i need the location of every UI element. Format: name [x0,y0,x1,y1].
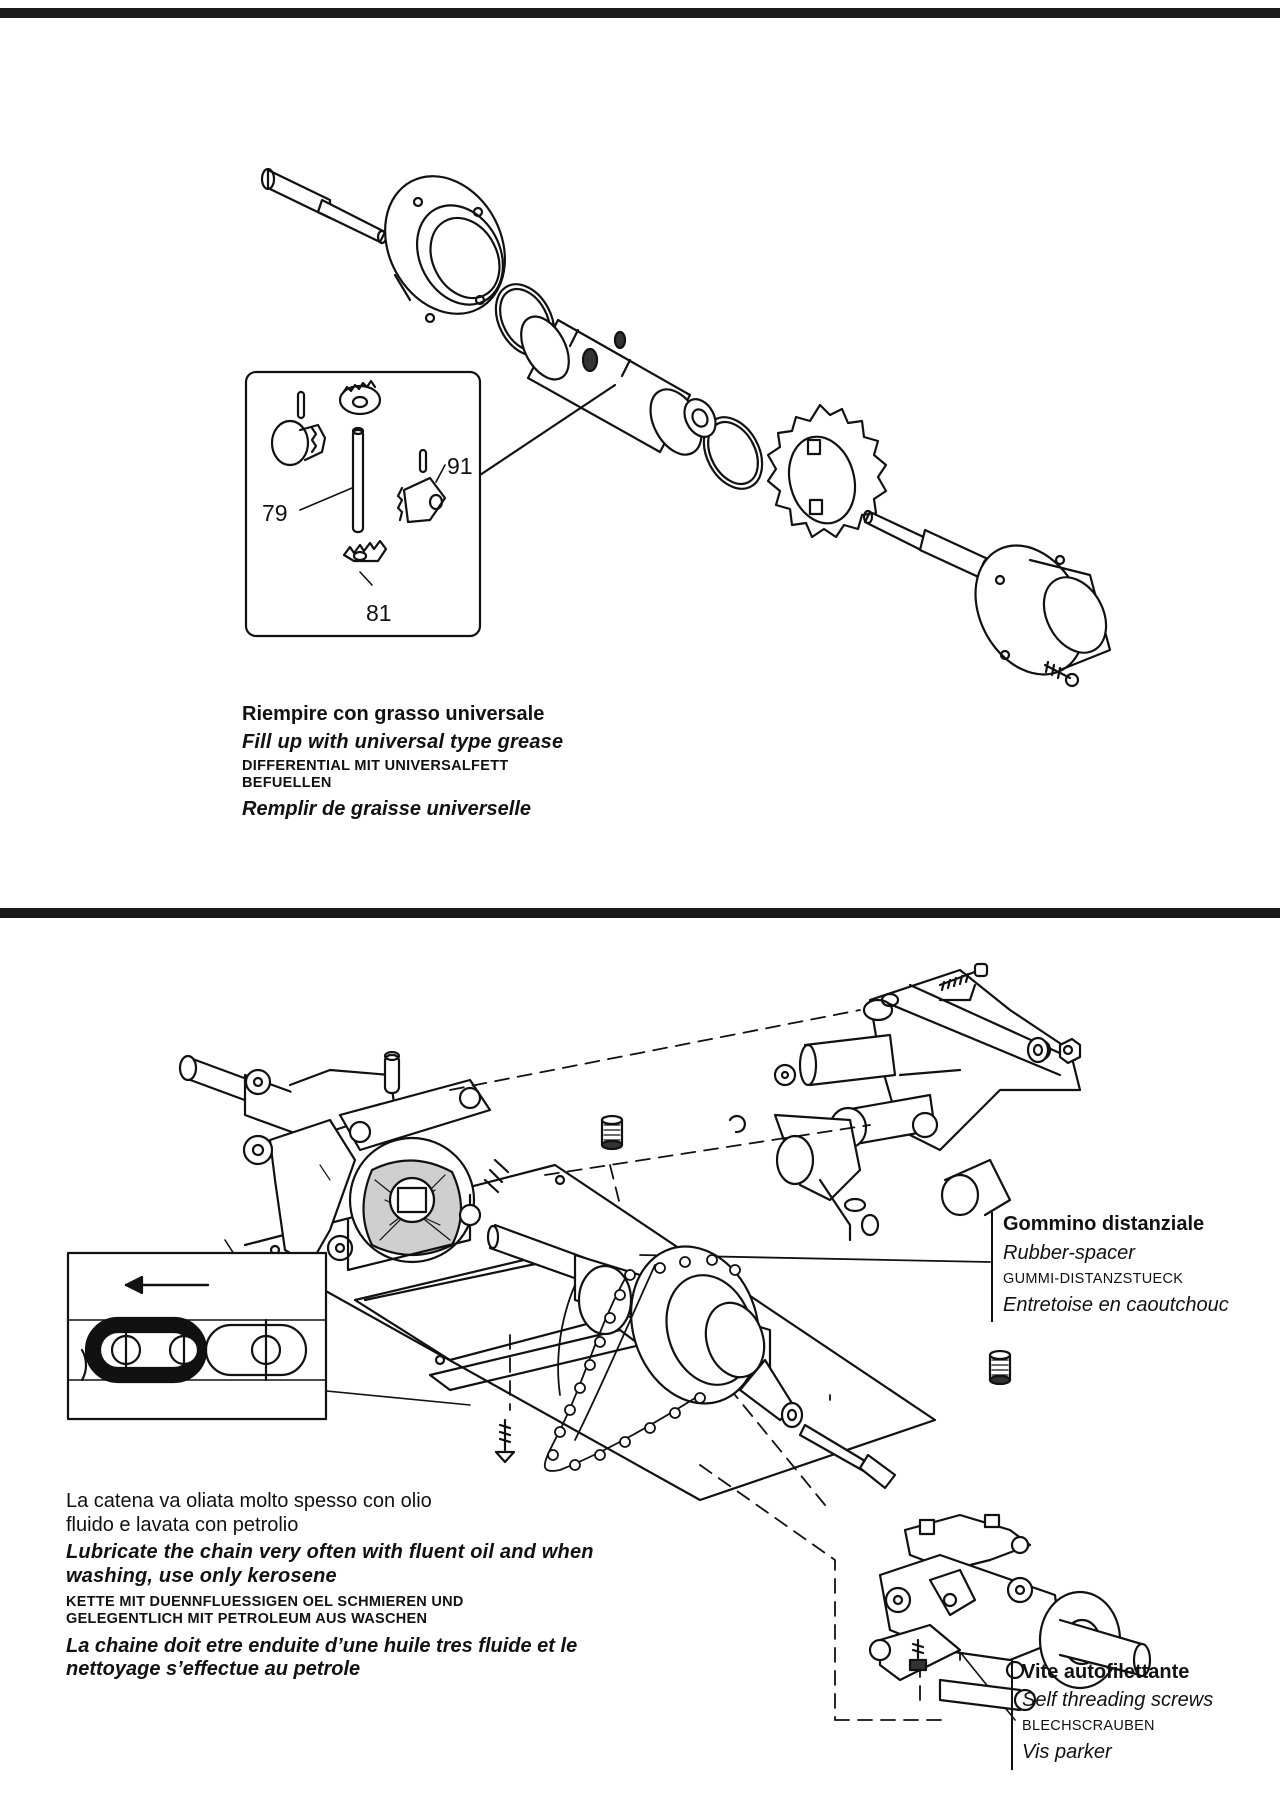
left-output-shaft [260,167,388,245]
right-bearing-flange [974,544,1112,676]
screw-caption-italian: Vite autofilettante [1022,1661,1190,1683]
spacer-caption-english: Rubber-spacer [1003,1241,1135,1264]
top-divider-rule [0,8,1280,18]
spacer-caption-bar [991,1212,993,1322]
grease-caption-german-line2: BEFUELLEN [242,775,332,792]
inset-pin-small [296,390,306,420]
rubber-spacer-top [600,1114,624,1151]
inset-bevel-gear-top [338,379,382,416]
grease-caption-german-line1: DIFFERENTIAL MIT UNIVERSALFETT [242,758,509,775]
inset-long-pin [351,426,365,534]
screw-caption-french: Vis parker [1022,1741,1112,1764]
chain-caption-english-line1: Lubricate the chain very often with flue… [66,1541,594,1564]
middle-divider-rule [0,908,1280,918]
shock-washers [728,1036,1082,1134]
callout-79: 79 [262,500,288,526]
inset-pinion-right [396,476,447,524]
chain-link-detail [66,1251,328,1421]
rear-sprocket-and-hub [629,1245,766,1405]
right-flange-screw [1043,660,1080,688]
differential-exploded-drawing [244,167,1112,688]
chain-caption-italian-line1: La catena va oliata molto spesso con oli… [66,1490,432,1512]
screw-leader-line [909,1589,1016,1721]
left-brake-disc [338,1078,510,1272]
rubber-spacer-leader-line [639,1254,991,1263]
spacer-caption-italian: Gommino distanziale [1003,1213,1205,1235]
chain-caption-french-line1: La chaine doit etre enduite d’une huile … [66,1634,578,1657]
chain-caption-german-line1: KETTE MIT DUENNFLUESSIGEN OEL SCHMIEREN … [66,1594,464,1611]
screw-caption-german: BLECHSCRAUBEN [1022,1718,1155,1735]
screw-caption-english: Self threading screws [1022,1688,1214,1711]
right-output-shaft [862,509,996,583]
screw-caption: Vite autofilettante Self threading screw… [1022,1661,1213,1765]
chain-caption-english-line2: washing, use only kerosene [66,1564,337,1587]
chassis-plate [243,1163,937,1502]
chassis-screw [494,1418,516,1464]
inset-pinion-left [270,419,327,467]
grease-caption-french: Remplir de graisse universelle [242,798,532,821]
shock-top-screw [938,962,989,992]
left-bearing-flange [384,175,506,324]
callout-91: 91 [447,453,473,479]
grease-caption: Riempire con grasso universale Fill up w… [242,703,563,826]
left-hub-carrier [178,1050,401,1267]
grease-caption-english: Fill up with universal type grease [242,730,564,753]
differential-housing [520,315,717,456]
chain-sprocket [766,403,888,539]
rear-shock-assembly [773,968,1082,1242]
chain-caption-french-line2: nettoyage s’effectue au petrole [66,1658,361,1681]
grease-caption-italian: Riempire con grasso universale [242,703,545,725]
spacer-caption-german: GUMMI-DISTANZSTUECK [1003,1271,1184,1288]
chain-detail-leader-line [244,1382,471,1406]
inset-bevel-gear-bottom [342,539,388,563]
rubber-spacer-caption: Gommino distanziale Rubber-spacer GUMMI-… [1003,1213,1229,1318]
drive-chain [543,1254,741,1472]
chain-caption-german-line2: GELEGENTLICH MIT PETROLEUM AUS WASCHEN [66,1611,428,1628]
chain-caption-italian-line2: fluido e lavata con petrolio [66,1513,299,1536]
inset-leader-line [478,383,617,477]
callout-81: 81 [366,600,392,626]
right-chassis-screw [908,1638,928,1672]
chain-lubrication-caption: La catena va oliata molto spesso con oli… [66,1490,594,1682]
screw-caption-bar [1011,1660,1013,1770]
inset-pin-right [418,448,428,474]
spacer-caption-french: Entretoise en caoutchouc [1003,1294,1229,1317]
rear-axle-shaft [486,1223,897,1490]
rubber-spacer-bottom [988,1349,1012,1386]
